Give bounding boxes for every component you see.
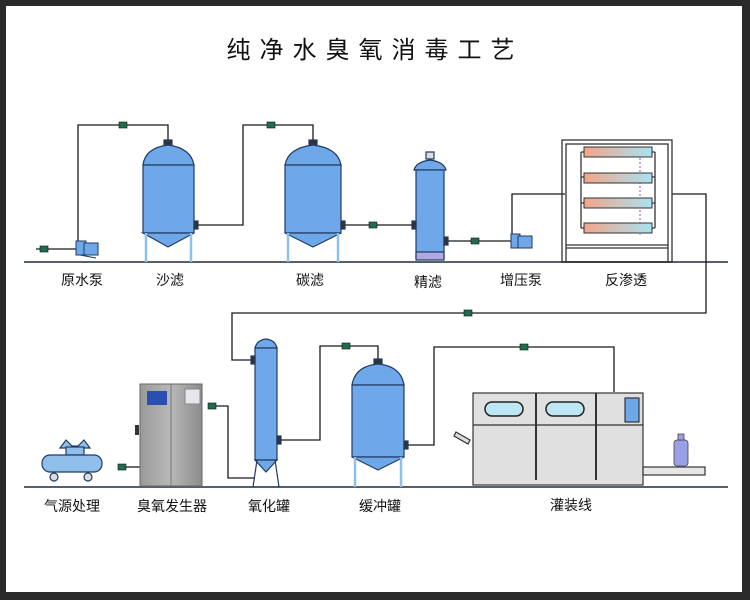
diagram-canvas — [6, 6, 742, 592]
buffer-tank — [351, 358, 409, 487]
oxidation-tank — [250, 338, 282, 488]
filling-line — [453, 392, 706, 486]
water-bottle — [673, 433, 689, 467]
label-carbon-filter: 碳滤 — [296, 273, 324, 289]
label-air-source: 气源处理 — [44, 499, 100, 515]
label-raw-water-pump: 原水泵 — [61, 273, 103, 289]
valves — [39, 121, 529, 471]
precision-filter — [411, 151, 449, 261]
ozone-generator — [135, 383, 203, 487]
label-oxidation-tank: 氧化罐 — [248, 499, 290, 515]
raw-water-pump — [75, 240, 99, 259]
diagram-title: 纯净水臭氧消毒工艺 — [226, 36, 524, 64]
reverse-osmosis-rack — [561, 139, 673, 263]
label-booster-pump: 增压泵 — [500, 273, 542, 289]
label-buffer-tank: 缓冲罐 — [359, 499, 401, 515]
label-reverse-osmosis: 反渗透 — [605, 273, 647, 289]
ro-membranes — [583, 146, 653, 234]
booster-pump — [510, 233, 533, 249]
air-compressor — [41, 439, 103, 482]
carbon-filter-tank — [284, 139, 346, 262]
label-precision-filter: 精滤 — [414, 275, 442, 291]
sand-filter-tank — [140, 139, 199, 262]
label-ozone-generator: 臭氧发生器 — [137, 499, 207, 515]
label-filling-line: 灌装线 — [550, 498, 592, 514]
label-sand-filter: 沙滤 — [156, 273, 184, 289]
